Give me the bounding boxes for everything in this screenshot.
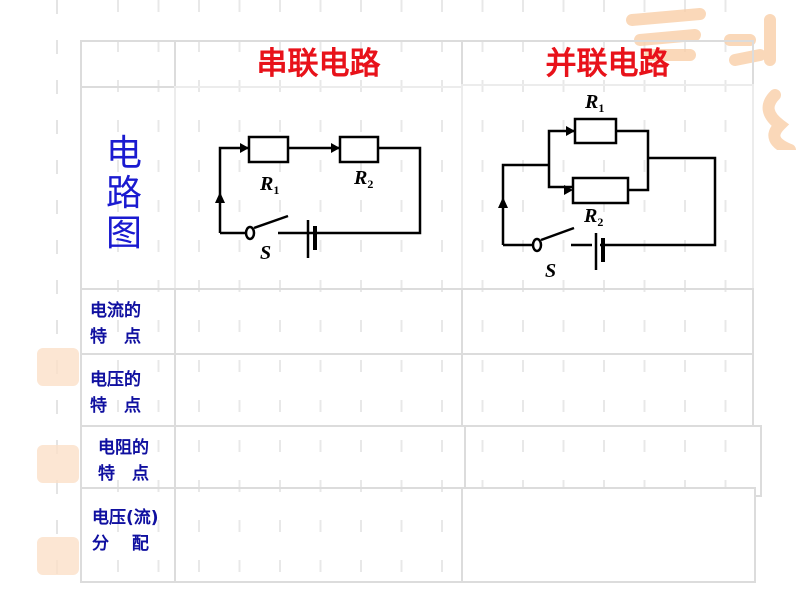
- seal-watermark: [37, 445, 79, 483]
- parallel-circuit-diagram: R1 R2 S: [498, 91, 717, 282]
- row-label: 电流的 特 点: [90, 301, 141, 347]
- row-resistance-label-cell: 电阻的 特 点: [80, 425, 176, 489]
- diagram-row-label: 电 路 图: [105, 133, 142, 254]
- row-voltage-parallel-cell: [461, 353, 754, 427]
- parallel-r1-label: R1: [584, 91, 604, 115]
- row-resistance-series-cell: [174, 425, 466, 489]
- row-distribution-label-cell: 电压(流) 分 配: [80, 487, 176, 583]
- series-r2-label: R2: [353, 167, 373, 191]
- series-switch-label: S: [260, 242, 271, 264]
- series-r1-label: R1: [259, 173, 279, 197]
- seal-watermark: [37, 348, 79, 386]
- row-label: 电阻的 特 点: [98, 438, 149, 484]
- series-circuit-diagram: R1 R2 S: [215, 135, 422, 264]
- row-label: 电压(流) 分 配: [92, 508, 159, 554]
- row-voltage-label-cell: 电压的 特 点: [80, 353, 176, 427]
- row-label: 电压的 特 点: [90, 370, 141, 416]
- seal-watermark: [37, 537, 79, 575]
- parallel-r2-label: R2: [583, 205, 603, 229]
- parallel-switch-label: S: [545, 260, 556, 282]
- row-voltage-series-cell: [174, 353, 463, 427]
- row-distribution-parallel-cell: [461, 487, 756, 583]
- row-distribution-series-cell: [174, 487, 463, 583]
